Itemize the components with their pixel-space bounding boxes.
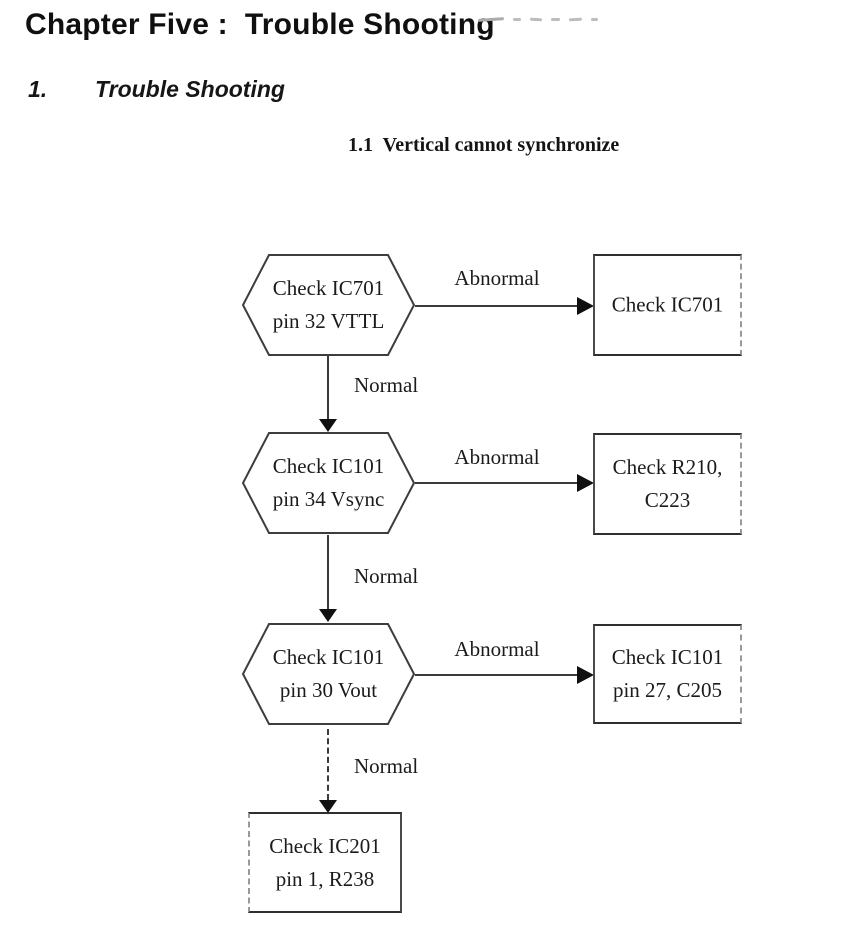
decision-node-1: Check IC701 pin 32 VTTL <box>242 254 415 356</box>
terminal-node-text: Check IC201 pin 1, R238 <box>250 830 400 896</box>
decision-node-2: Check IC101 pin 34 Vsync <box>242 432 415 534</box>
action-node-3: Check IC101 pin 27, C205 <box>593 624 742 724</box>
page-title: Chapter Five : Trouble Shooting <box>25 8 495 41</box>
branch-arrow-line-1 <box>415 305 578 307</box>
down-connector-2 <box>327 535 329 609</box>
decision-node-3: Check IC101 pin 30 Vout <box>242 623 415 725</box>
down-arrowhead-icon-3 <box>319 800 337 813</box>
decision-node-2-text: Check IC101 pin 34 Vsync <box>242 450 415 516</box>
action-node-1-text: Check IC701 <box>595 289 740 322</box>
section-number: 1. <box>28 76 48 102</box>
action-text-line: pin 27, C205 <box>612 678 723 702</box>
decision-node-1-text: Check IC701 pin 32 VTTL <box>242 272 415 338</box>
branch-arrowhead-icon-3 <box>577 666 594 684</box>
action-text-line: Check R210, <box>612 455 723 479</box>
down-arrowhead-icon-1 <box>319 419 337 432</box>
hexagon-shape-icon <box>242 254 415 356</box>
decision-text-line: pin 32 VTTL <box>272 309 385 333</box>
branch-arrow-line-2 <box>415 482 578 484</box>
decision-text-line: Check IC701 <box>272 276 385 300</box>
normal-label-2: Normal <box>354 564 419 588</box>
branch-arrow-line-3 <box>415 674 578 676</box>
terminal-node: Check IC201 pin 1, R238 <box>248 812 402 913</box>
hexagon-shape-icon <box>242 623 415 725</box>
down-connector-3 <box>327 729 329 800</box>
terminal-text-line: pin 1, R238 <box>275 866 375 891</box>
action-text-line: C223 <box>644 488 691 512</box>
branch-arrowhead-icon-1 <box>577 297 594 315</box>
action-node-1: Check IC701 <box>593 254 742 356</box>
action-node-3-text: Check IC101 pin 27, C205 <box>595 641 740 707</box>
pen-marks <box>477 10 658 26</box>
decision-text-line: pin 30 Vout <box>279 678 378 702</box>
down-arrowhead-icon-2 <box>319 609 337 622</box>
branch-arrowhead-icon-2 <box>577 474 594 492</box>
subsection-title: 1.1 Vertical cannot synchronize <box>348 134 620 156</box>
action-text-line: Check IC101 <box>611 645 724 669</box>
down-connector-1 <box>327 356 329 419</box>
normal-label-1: Normal <box>354 373 419 397</box>
action-node-2-text: Check R210, C223 <box>595 451 740 517</box>
action-node-2: Check R210, C223 <box>593 433 742 535</box>
decision-text-line: Check IC101 <box>272 645 385 669</box>
terminal-text-line: Check IC201 <box>269 833 381 858</box>
branch-label-abnormal-2: Abnormal <box>454 445 540 469</box>
normal-label-3: Normal <box>354 754 419 778</box>
hexagon-shape-icon <box>242 432 415 534</box>
decision-node-3-text: Check IC101 pin 30 Vout <box>242 641 415 707</box>
decision-text-line: pin 34 Vsync <box>272 487 385 511</box>
action-text-line: Check IC701 <box>611 292 724 317</box>
branch-label-abnormal-3: Abnormal <box>454 637 540 661</box>
decision-text-line: Check IC101 <box>272 454 385 478</box>
branch-label-abnormal-1: Abnormal <box>454 266 540 290</box>
section-title: Trouble Shooting <box>95 76 285 102</box>
